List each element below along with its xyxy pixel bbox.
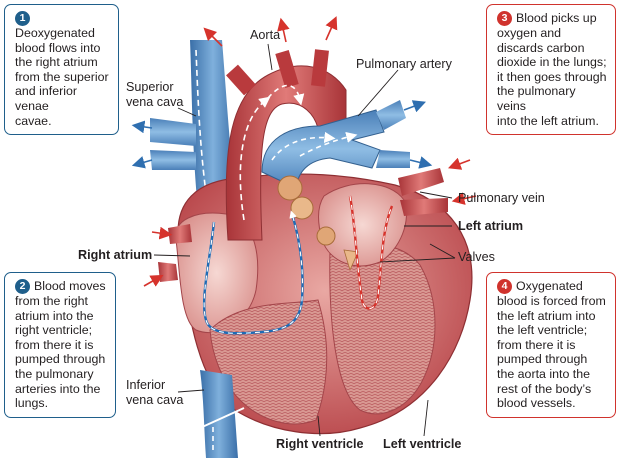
label-inferior-vena-cava: Inferior vena cava	[126, 378, 184, 407]
inferior-vena-cava	[200, 370, 238, 458]
label-right-atrium: Right atrium	[78, 248, 153, 262]
label-aorta: Aorta	[250, 28, 281, 42]
superior-vena-cava	[190, 40, 236, 226]
step-4-badge: 4	[497, 279, 512, 294]
aorta	[225, 49, 347, 241]
right-atrium-chamber	[175, 212, 259, 334]
step-1-note: 1Deoxygenated blood flows into the right…	[4, 4, 119, 136]
pulmonary-veins	[398, 168, 448, 216]
left-ventricle-chamber	[329, 243, 436, 415]
leader-lines	[153, 43, 456, 437]
label-left-atrium: Left atrium	[458, 219, 524, 233]
step-2-badge: 2	[15, 279, 30, 294]
step-1-badge: 1	[15, 11, 30, 26]
label-superior-vena-cava: Superior vena cava	[126, 80, 184, 109]
pulmonary-artery	[261, 100, 410, 189]
valves	[277, 175, 359, 272]
label-valves: Valves	[458, 250, 495, 264]
label-left-ventricle: Left ventricle	[383, 437, 462, 451]
label-right-ventricle: Right ventricle	[276, 437, 364, 451]
step-3-badge: 3	[497, 11, 512, 26]
label-pulmonary-vein: Pulmonary vein	[458, 191, 545, 205]
pulmonary-artery-left-branches	[150, 118, 196, 170]
label-pulmonary-artery: Pulmonary artery	[356, 57, 452, 71]
